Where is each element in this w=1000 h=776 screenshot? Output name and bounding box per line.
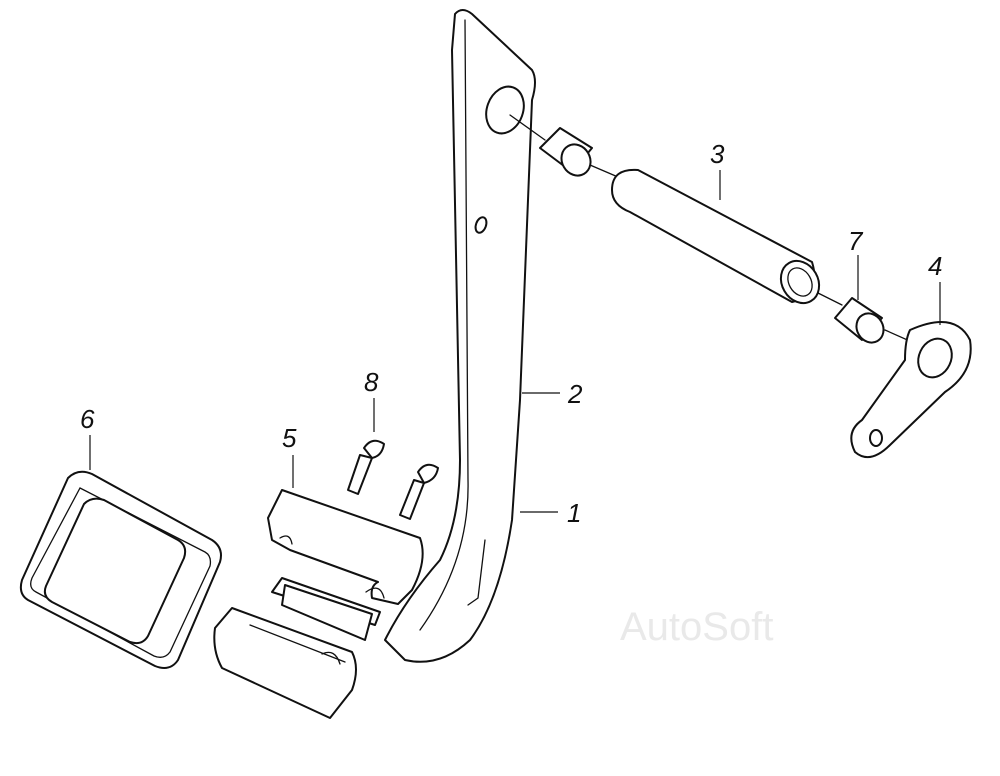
bushing-upper bbox=[539, 127, 593, 177]
watermark-text: AutoSoft bbox=[620, 605, 773, 649]
callout-7: 7 bbox=[848, 226, 864, 256]
callout-2: 2 bbox=[567, 379, 583, 409]
callout-4: 4 bbox=[928, 251, 942, 281]
rivet-left bbox=[347, 439, 385, 495]
pad-plate-lower bbox=[271, 577, 381, 641]
callout-3: 3 bbox=[710, 139, 725, 169]
lever-arm-plate bbox=[850, 321, 972, 459]
callout-5: 5 bbox=[282, 423, 297, 453]
callout-1: 1 bbox=[567, 498, 581, 528]
pivot-hole bbox=[485, 85, 525, 135]
small-hole bbox=[474, 216, 488, 234]
callout-8: 8 bbox=[364, 367, 379, 397]
pad-plate-bottom bbox=[213, 607, 357, 719]
rubber-pad bbox=[19, 470, 222, 669]
bushing-lower bbox=[834, 297, 885, 344]
pedal-lever bbox=[384, 9, 536, 663]
rivet-right bbox=[399, 463, 439, 520]
shaft-tube bbox=[611, 168, 821, 305]
pad-plate-upper bbox=[267, 489, 424, 605]
callout-6: 6 bbox=[80, 404, 95, 434]
